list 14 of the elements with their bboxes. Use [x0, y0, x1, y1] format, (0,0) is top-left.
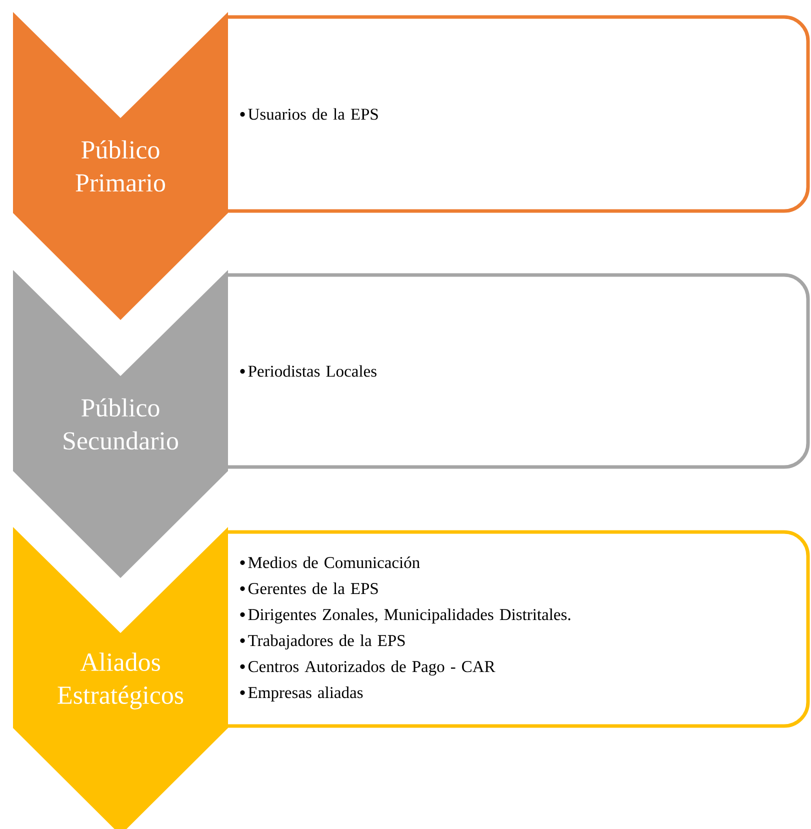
- node-label: Dirigentes Zonales, Municipalidades Distritales.: [248, 608, 570, 624]
- node-label: Empresas aliadas: [248, 686, 363, 702]
- node-label: Trabajadores de la EPS: [248, 634, 405, 650]
- node-label: Periodistas Locales: [248, 365, 376, 377]
- node-label: Centros Autorizados de Pago - CAR: [248, 660, 496, 676]
- chevron-banner: Aliados Estratégicos: [13, 527, 228, 829]
- node-label: Medios de Comunicación: [248, 556, 420, 568]
- chevron-banner: Público Secundario: [13, 270, 228, 578]
- node-label: Gerentes de la EPS: [248, 582, 378, 594]
- chevron-banner: Público Primario: [13, 12, 228, 320]
- node-label: Usuarios de la EPS: [248, 108, 378, 120]
- list-box: Periodistas Locales: [226, 273, 810, 469]
- list-box: Medios de Comunicación Gerentes de la EPS Dirigentes Zonales, Municipalidades Distritales. Trabajadores de la EPS Centros Autorizados de Pago - CAR Empresas aliadas: [226, 530, 810, 728]
- list-box: Usuarios de la EPS: [226, 15, 810, 213]
